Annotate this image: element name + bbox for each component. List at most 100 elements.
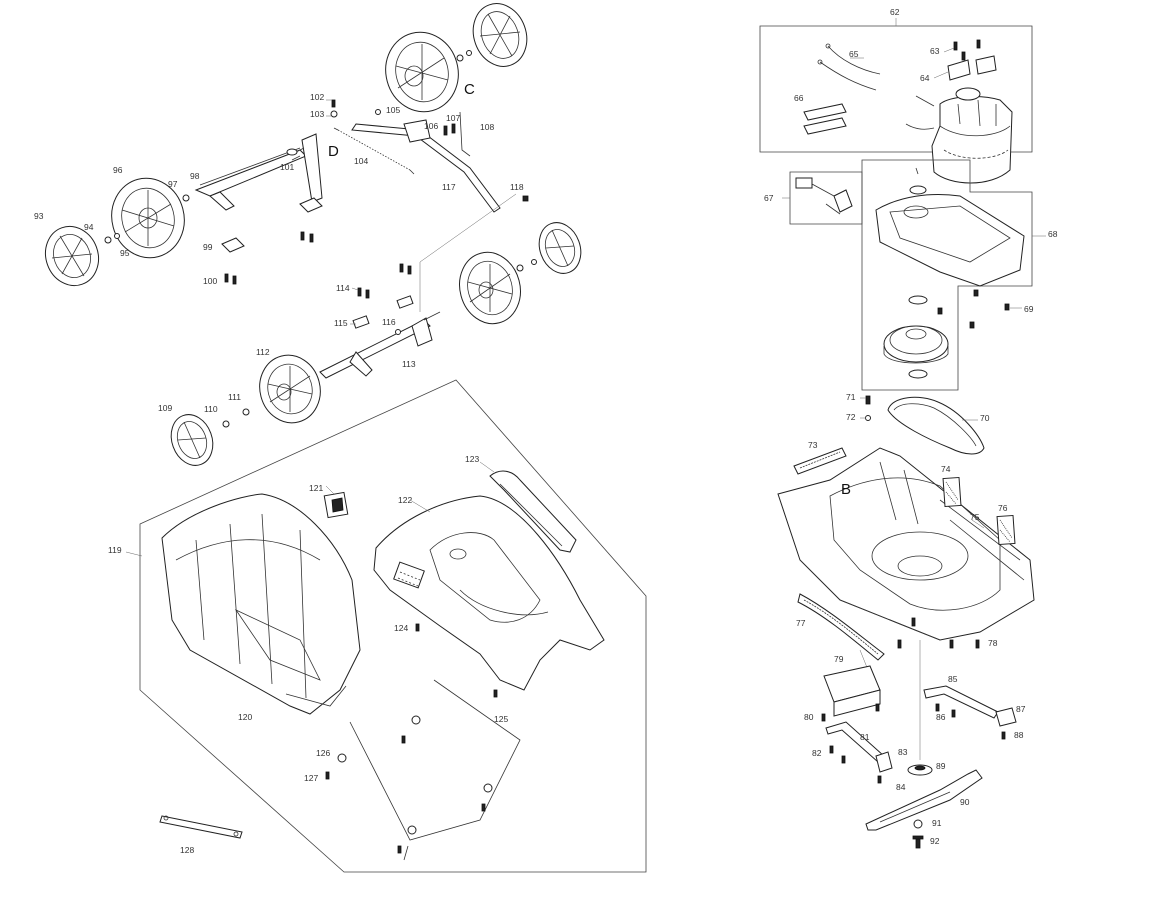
motor bbox=[905, 87, 1013, 184]
pulley-group bbox=[883, 289, 1010, 379]
bracket-85 bbox=[923, 685, 1017, 740]
screws-100 bbox=[224, 231, 314, 285]
label-110: 110 bbox=[204, 404, 218, 414]
seal-73 bbox=[793, 447, 847, 475]
label-87: 87 bbox=[1016, 704, 1026, 714]
label-97: 97 bbox=[168, 179, 178, 189]
label-65: 65 bbox=[849, 49, 859, 59]
label-100: 100 bbox=[203, 276, 217, 286]
label-105: 105 bbox=[386, 105, 400, 115]
reference-b: B bbox=[841, 481, 851, 498]
label-75: 75 bbox=[970, 512, 980, 522]
rod-125 bbox=[349, 679, 521, 861]
label-80: 80 bbox=[804, 712, 814, 722]
label-125: 125 bbox=[494, 714, 508, 724]
label-121: 121 bbox=[309, 483, 323, 493]
grass-box-120 bbox=[161, 493, 361, 715]
label-79: 79 bbox=[834, 654, 844, 664]
label-119: 119 bbox=[108, 545, 122, 555]
bar-128 bbox=[159, 815, 243, 839]
reference-d: D bbox=[328, 143, 339, 160]
bracket-81 bbox=[825, 721, 893, 784]
label-118: 118 bbox=[510, 182, 524, 192]
label-71: 71 bbox=[846, 392, 856, 402]
spring-104 bbox=[333, 127, 415, 175]
label-82: 82 bbox=[812, 748, 822, 758]
label-108: 108 bbox=[480, 122, 494, 132]
label-84: 84 bbox=[896, 782, 906, 792]
label-62: 62 bbox=[890, 7, 900, 17]
motor-kit-frame-62 bbox=[759, 18, 1033, 153]
label-91: 91 bbox=[932, 818, 942, 828]
label-76: 76 bbox=[998, 503, 1008, 513]
label-95: 95 bbox=[120, 248, 130, 258]
label-120: 120 bbox=[238, 712, 252, 722]
top-cover-122 bbox=[373, 495, 605, 691]
label-109: 109 bbox=[158, 403, 172, 413]
label-67: 67 bbox=[764, 193, 774, 203]
label-90: 90 bbox=[960, 797, 970, 807]
deck-housing bbox=[777, 447, 1035, 641]
blade-90 bbox=[865, 769, 983, 831]
leader-lines bbox=[125, 47, 1046, 557]
label-93: 93 bbox=[34, 211, 44, 221]
reference-c: C bbox=[464, 81, 475, 98]
label-72: 72 bbox=[846, 412, 856, 422]
label-122: 122 bbox=[398, 495, 412, 505]
label-85: 85 bbox=[948, 674, 958, 684]
part-labels: 62 63 64 65 66 67 68 69 70 71 72 73 74 7… bbox=[34, 7, 1058, 855]
switch-67 bbox=[789, 171, 863, 225]
label-123: 123 bbox=[465, 454, 479, 464]
motor-housing bbox=[875, 167, 1025, 287]
label-113: 113 bbox=[402, 359, 416, 369]
label-121 bbox=[323, 491, 349, 519]
label-127: 127 bbox=[304, 773, 318, 783]
label-69: 69 bbox=[1024, 304, 1034, 314]
label-128: 128 bbox=[180, 845, 194, 855]
label-106: 106 bbox=[424, 121, 438, 131]
label-96: 96 bbox=[113, 165, 123, 175]
label-70: 70 bbox=[980, 413, 990, 423]
adapter-89 bbox=[907, 764, 933, 776]
label-103: 103 bbox=[310, 109, 324, 119]
label-63: 63 bbox=[930, 46, 940, 56]
label-88: 88 bbox=[1014, 730, 1024, 740]
label-92: 92 bbox=[930, 836, 940, 846]
seal-77 bbox=[797, 593, 885, 661]
label-124: 124 bbox=[394, 623, 408, 633]
label-126: 126 bbox=[316, 748, 330, 758]
label-77: 77 bbox=[796, 618, 806, 628]
wheel-cap-109 bbox=[170, 414, 214, 466]
label-68: 68 bbox=[1048, 229, 1058, 239]
wheel-cap-top bbox=[472, 3, 528, 67]
label-73: 73 bbox=[808, 440, 818, 450]
label-98: 98 bbox=[190, 171, 200, 181]
handle-grip-123 bbox=[489, 470, 577, 553]
motor-housing-group-68 bbox=[861, 159, 1033, 391]
front-axle-assembly bbox=[170, 193, 582, 466]
label-64: 64 bbox=[920, 73, 930, 83]
label-89: 89 bbox=[936, 761, 946, 771]
grass-box-frame bbox=[139, 379, 647, 873]
label-81: 81 bbox=[860, 732, 870, 742]
label-102: 102 bbox=[310, 92, 324, 102]
wheel-cap-front-right bbox=[538, 222, 582, 274]
wires-65 bbox=[817, 43, 881, 91]
wheel-96 bbox=[111, 177, 185, 259]
belt-70 bbox=[887, 396, 985, 455]
pads-66 bbox=[803, 103, 847, 135]
label-94: 94 bbox=[84, 222, 94, 232]
label-99: 99 bbox=[203, 242, 213, 252]
label-83: 83 bbox=[898, 747, 908, 757]
label-66: 66 bbox=[794, 93, 804, 103]
label-112: 112 bbox=[256, 347, 270, 357]
label-116: 116 bbox=[382, 317, 396, 327]
rear-axle-assembly bbox=[45, 3, 529, 287]
wheel-top bbox=[385, 31, 459, 113]
box-79 bbox=[821, 665, 881, 722]
wheel-112 bbox=[259, 354, 321, 424]
label-78: 78 bbox=[988, 638, 998, 648]
label-117: 117 bbox=[442, 182, 456, 192]
label-114: 114 bbox=[336, 283, 350, 293]
